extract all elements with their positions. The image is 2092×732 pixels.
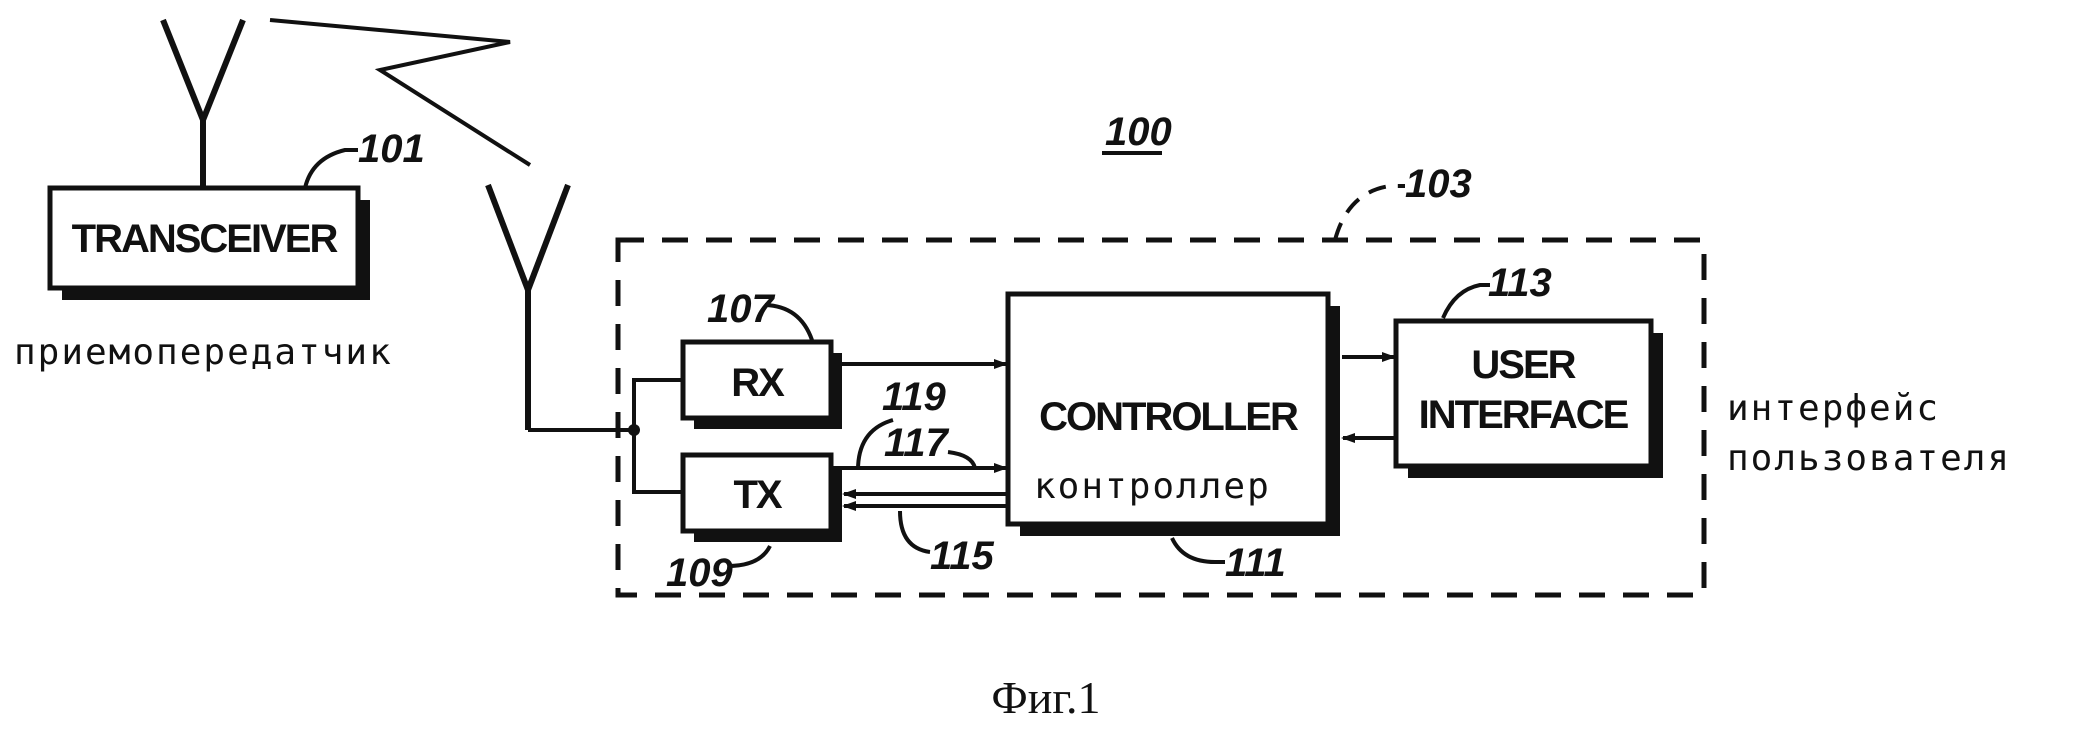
line-117-leader bbox=[948, 452, 975, 468]
user-interface-russian-label-line2: пользователя bbox=[1727, 438, 2011, 479]
line-115-label: 115 bbox=[930, 534, 995, 578]
transceiver-block: TRANSCEIVER bbox=[50, 188, 370, 300]
junction-to-tx-line bbox=[634, 430, 683, 492]
rx-block: RX bbox=[683, 342, 842, 429]
line-115-leader bbox=[900, 511, 930, 552]
figure-caption: Фиг.1 bbox=[991, 672, 1100, 723]
line-117-label: 117 bbox=[884, 421, 950, 465]
tx-ref-label: 109 bbox=[666, 551, 733, 595]
junction-to-rx-line bbox=[634, 380, 683, 430]
controller-ref-leader bbox=[1172, 538, 1225, 562]
tx-block-label: TX bbox=[733, 473, 782, 517]
user-interface-russian-label-line1: интерфейс bbox=[1727, 388, 1940, 429]
transceiver-ref-leader bbox=[305, 150, 358, 188]
transceiver-antenna-icon bbox=[163, 20, 243, 195]
rx-ref-label: 107 bbox=[707, 287, 775, 331]
controller-russian-label: контроллер bbox=[1034, 466, 1271, 507]
device-ref-label: 103 bbox=[1405, 162, 1472, 206]
tx-ref-leader bbox=[728, 546, 770, 566]
transceiver-russian-label: приемопередатчик bbox=[14, 332, 393, 373]
transceiver-ref-label: 101 bbox=[358, 127, 425, 171]
user-interface-ref-label: 113 bbox=[1488, 261, 1552, 305]
user-interface-block-label-line1: USER bbox=[1471, 343, 1576, 387]
device-ref-leader bbox=[1335, 186, 1405, 240]
transceiver-block-label: TRANSCEIVER bbox=[72, 217, 339, 261]
device-antenna-icon bbox=[488, 185, 568, 430]
line-119-label: 119 bbox=[882, 375, 947, 419]
user-interface-block-label-line2: INTERFACE bbox=[1419, 393, 1629, 437]
tx-block: TX bbox=[683, 455, 842, 542]
figure-number-label: 100 bbox=[1105, 110, 1172, 154]
controller-ref-label: 111 bbox=[1225, 541, 1286, 585]
user-interface-block: USER INTERFACE bbox=[1396, 321, 1663, 478]
user-interface-ref-leader bbox=[1443, 285, 1490, 318]
figure-number-group: 100 bbox=[1102, 110, 1172, 154]
rx-block-label: RX bbox=[731, 361, 785, 405]
controller-block: CONTROLLER контроллер bbox=[1008, 294, 1340, 536]
controller-block-label: CONTROLLER bbox=[1039, 395, 1299, 439]
